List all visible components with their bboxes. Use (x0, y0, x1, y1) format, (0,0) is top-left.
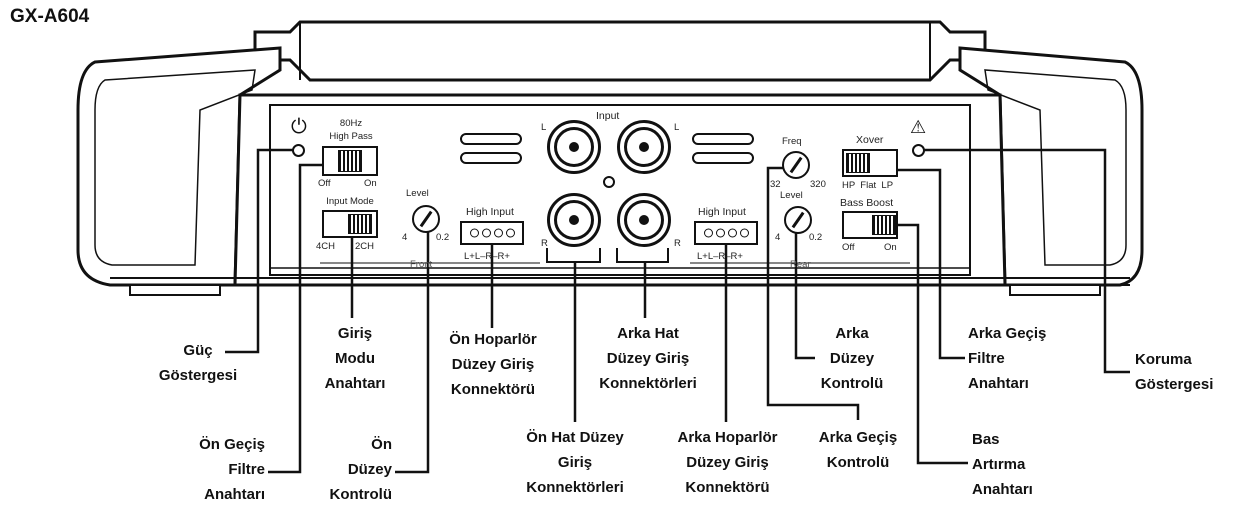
leader-arka-duzey (794, 220, 815, 360)
rear-level-knob[interactable] (784, 206, 812, 234)
rear-level-min: 4 (775, 232, 781, 243)
jack-right-label-2: R (674, 238, 681, 249)
jack-left-label: L (541, 122, 547, 133)
freq-min-label: 32 (770, 179, 781, 190)
jack-right-label: R (541, 238, 548, 249)
front-level-max: 0.2 (436, 232, 450, 243)
mode-4ch-label: 4CH (316, 241, 336, 252)
rear-crossover-freq-knob[interactable] (782, 151, 810, 179)
mode-2ch-label: 2CH (355, 241, 375, 252)
rear-level-max: 0.2 (809, 232, 823, 243)
freq-label: Freq (782, 136, 802, 147)
leader-koruma (922, 148, 1130, 374)
ground-terminal-icon (603, 176, 615, 188)
vent-slot (692, 152, 754, 164)
power-led (292, 144, 305, 157)
front-speaker-input-connector[interactable] (460, 221, 524, 245)
front-label: Front (410, 259, 433, 270)
rear-xover-switch[interactable] (842, 149, 898, 177)
power-icon: ⏻ (291, 116, 307, 138)
model-title: GX-A604 (10, 6, 90, 27)
rear-pin-labels: L+L–R–R+ (697, 251, 743, 262)
bass-on-label: On (884, 242, 897, 253)
jack-left-label-2: L (674, 122, 680, 133)
front-level-knob[interactable] (412, 205, 440, 233)
highpass-label: High Pass (329, 131, 373, 142)
bass-boost-label: Bass Boost (840, 197, 894, 209)
input-mode-switch[interactable] (322, 210, 378, 238)
front-rca-jack-right[interactable] (547, 193, 601, 247)
front-level-min: 4 (402, 232, 408, 243)
front-highpass-switch[interactable] (322, 146, 378, 176)
protection-led (912, 144, 925, 157)
left-foot (129, 284, 221, 296)
leader-bas-artirma (890, 223, 968, 465)
rear-label: Rear (790, 259, 811, 270)
rear-rca-jack-right[interactable] (617, 193, 671, 247)
vent-slot (692, 133, 754, 145)
right-foot (1009, 284, 1101, 296)
xover-label: Xover (856, 134, 884, 146)
amp-right-inner (984, 69, 1127, 266)
bass-boost-switch[interactable] (842, 211, 898, 239)
leader-on-duzey (395, 220, 430, 474)
front-high-input-label: High Input (466, 206, 514, 218)
rear-jack-bracket (616, 248, 669, 263)
front-jack-bracket (546, 248, 601, 263)
xover-modes-label: HP Flat LP (842, 180, 894, 191)
leader-guc (225, 148, 298, 354)
front-rca-jack-left[interactable] (547, 120, 601, 174)
amp-top-heatsink (253, 20, 987, 82)
bass-off-label: Off (842, 242, 855, 253)
front-pin-labels: L+L–R–R+ (464, 251, 510, 262)
input-label: Input (596, 110, 620, 122)
amp-left-inner (94, 69, 256, 266)
input-mode-label: Input Mode (326, 196, 374, 207)
vent-slot (460, 152, 522, 164)
warning-icon: ⚠ (910, 117, 927, 137)
hz-label: 80Hz (339, 118, 363, 129)
leader-arka-gecis-kontrol (766, 166, 860, 420)
leader-arka-gecis-filtre (885, 168, 965, 360)
rear-rca-jack-left[interactable] (617, 120, 671, 174)
rear-speaker-input-connector[interactable] (694, 221, 758, 245)
hp-off-label: Off (318, 178, 331, 189)
leader-on-gecis-filtre (268, 163, 330, 474)
freq-max-label: 320 (810, 179, 826, 190)
hp-on-label: On (364, 178, 377, 189)
front-level-label: Level (406, 188, 429, 199)
rear-high-input-label: High Input (698, 206, 746, 218)
vent-slot (460, 133, 522, 145)
rear-level-label: Level (780, 190, 803, 201)
